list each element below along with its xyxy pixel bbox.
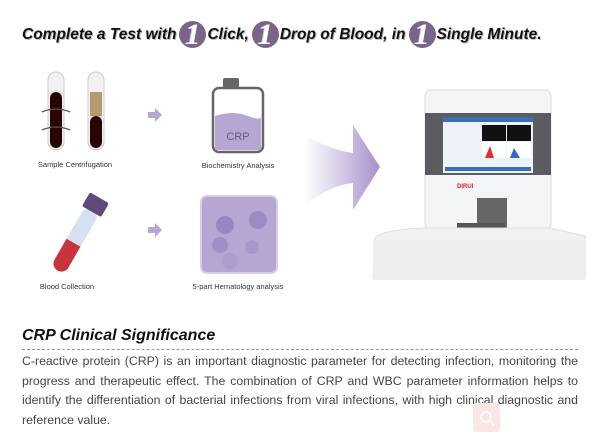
number-badge: 1 xyxy=(408,19,436,49)
headline-text: Single Minute. xyxy=(436,25,542,43)
big-arrow-icon xyxy=(305,125,380,210)
section-title: CRP Clinical Significance xyxy=(22,327,216,344)
svg-text:DIRUI: DIRUI xyxy=(457,184,474,190)
headline-text: Click, xyxy=(207,25,249,43)
zoom-button[interactable] xyxy=(473,403,500,432)
headline-text: Drop of Blood, in xyxy=(279,25,406,43)
step-label: 5-part Hematology analysis xyxy=(192,282,284,291)
headline-text: Complete a Test with xyxy=(22,25,177,43)
scattergram-illustration xyxy=(200,195,278,274)
magnifier-icon xyxy=(479,410,495,426)
arrow-right-icon xyxy=(148,223,162,237)
number-badge: 1 xyxy=(251,19,279,49)
step-label: Blood Collection xyxy=(39,282,95,291)
number-badge: 1 xyxy=(179,19,207,49)
headline: Complete a Test with 1 Click, 1 Drop of … xyxy=(22,19,542,49)
section-divider xyxy=(22,349,578,350)
arrow-right-icon xyxy=(148,108,162,122)
analyzer-device-image: DIRUI xyxy=(372,89,586,280)
crp-bottle-label: CRP xyxy=(226,131,249,143)
section-body: C-reactive protein (CRP) is an important… xyxy=(22,354,578,427)
blood-collection-tube-illustration xyxy=(53,192,108,272)
reagent-bottle-illustration: CRP xyxy=(211,78,265,154)
step-label: Biochemistry Analysis xyxy=(201,161,275,170)
centrifuge-tubes-illustration xyxy=(41,71,105,151)
step-label: Sample Centrifugation xyxy=(37,160,113,169)
